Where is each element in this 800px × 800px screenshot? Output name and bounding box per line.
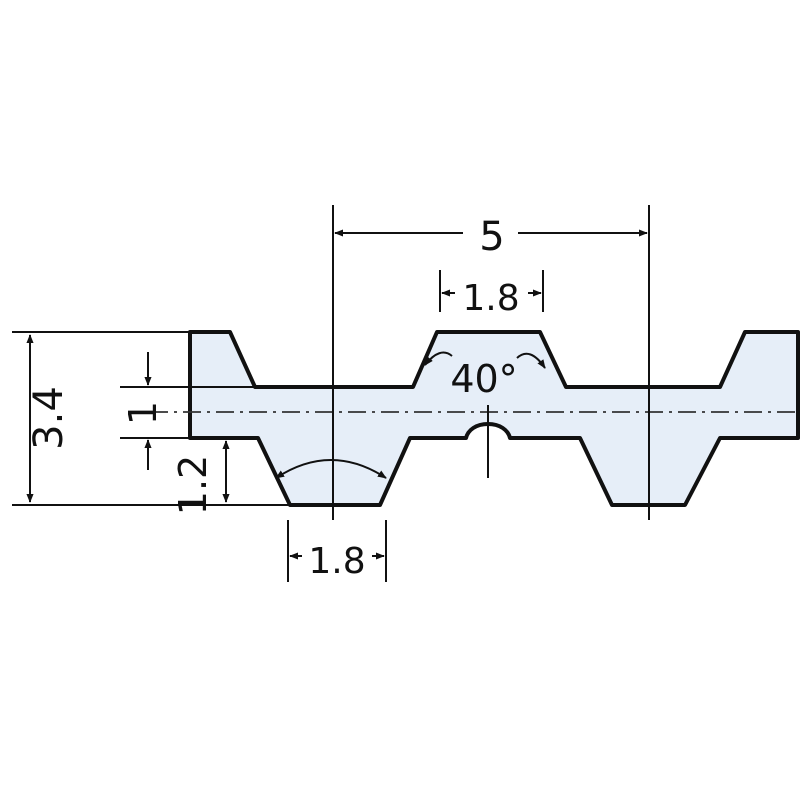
pitch-label: 5 xyxy=(479,214,504,260)
top-tooth-width-label: 1.8 xyxy=(462,278,519,319)
left-extension-lines xyxy=(12,331,290,506)
top-tooth-height-label: 1 xyxy=(121,401,165,425)
belt-body xyxy=(188,330,800,507)
angle-label: 40° xyxy=(450,357,517,401)
bottom-tooth-width-label: 1.8 xyxy=(308,541,365,582)
bottom-tooth-width-dimension xyxy=(287,520,387,582)
total-height-label: 3.4 xyxy=(26,386,72,450)
bottom-tooth-height-label: 1.2 xyxy=(171,455,215,515)
top-tooth-width-dimension xyxy=(439,270,544,312)
pitch-dimension xyxy=(332,205,650,520)
bottom-tooth-arc xyxy=(275,459,387,479)
angle-dimension xyxy=(424,351,546,369)
